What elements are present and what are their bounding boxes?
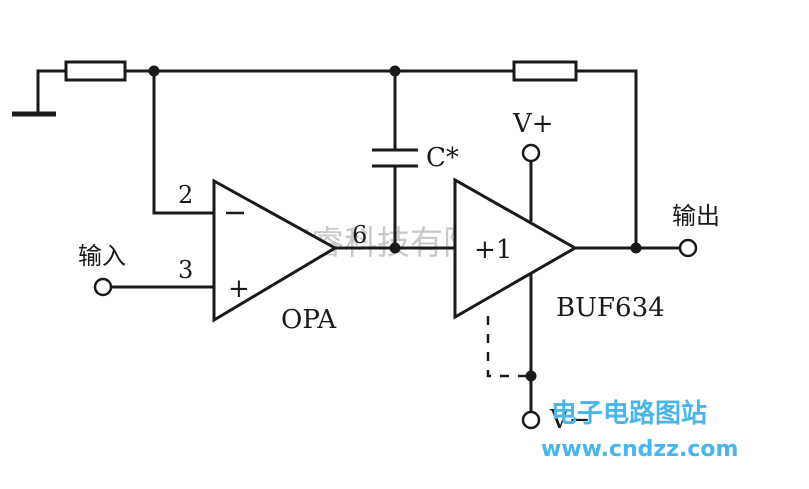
resistor-r1: [64, 60, 127, 82]
opamp-plus-sign: +: [228, 274, 250, 304]
junction-dot: [148, 65, 160, 77]
output-label: 输出: [672, 202, 720, 230]
pin6-label: 6: [352, 221, 367, 249]
junction-dot: [525, 370, 537, 382]
opamp-triangle: [212, 178, 339, 323]
output-terminal: [678, 238, 698, 258]
ground-symbol: [12, 69, 68, 117]
capacitor-label: C*: [426, 143, 459, 173]
feedback-wire-right: [574, 69, 638, 250]
vplus-terminal: [521, 143, 541, 163]
capacitor-c: [372, 69, 418, 250]
junction-dot: [630, 242, 642, 254]
buffer-gain-label: +1: [474, 235, 512, 265]
watermark-site-cn: 电子电路图站: [551, 398, 707, 429]
junction-dot: [389, 65, 401, 77]
buffer-triangle: [453, 177, 579, 320]
bandwidth-dashed-link: [486, 316, 531, 378]
junction-dot: [389, 242, 401, 254]
vminus-terminal: [521, 410, 541, 430]
pin3-label: 3: [178, 256, 193, 284]
watermark-site-url: www.cndzz.com: [541, 437, 738, 462]
input-terminal: [93, 277, 113, 297]
opamp-label: OPA: [281, 305, 337, 335]
vminus-label: V−: [549, 405, 591, 435]
vplus-label: V+: [512, 109, 554, 139]
pin2-label: 2: [178, 181, 193, 209]
resistor-r2: [512, 60, 578, 82]
input-label: 输入: [78, 242, 126, 270]
inverting-input-wire: [152, 69, 216, 215]
buffer-label: BUF634: [556, 293, 665, 323]
